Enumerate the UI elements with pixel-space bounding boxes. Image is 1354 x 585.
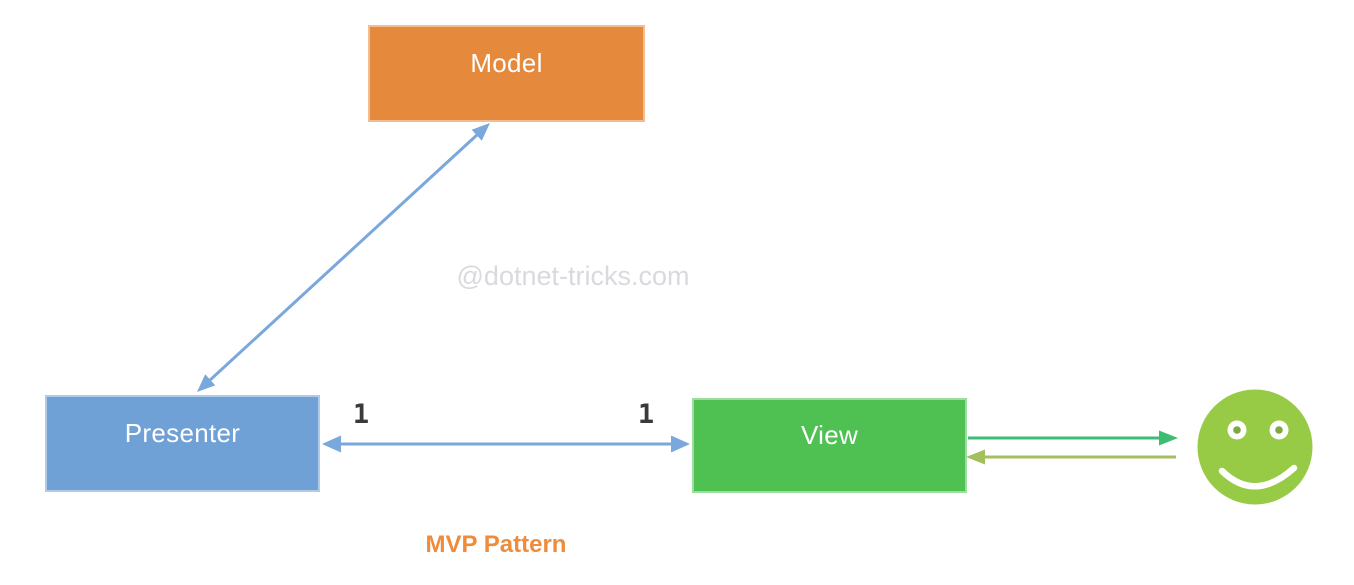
- node-view-label: View: [800, 420, 859, 450]
- multiplicity-label-left: 1: [352, 399, 370, 430]
- arrowhead-to-view: [671, 435, 690, 453]
- watermark-text: @dotnet-tricks.com: [456, 261, 690, 291]
- multiplicity-label-right: 1: [637, 399, 655, 430]
- node-presenter: Presenter: [45, 395, 320, 492]
- node-model-label: Model: [470, 48, 543, 78]
- arrowhead-to-presenter: [197, 374, 216, 392]
- presenter-model-line: [207, 132, 480, 383]
- node-view: View: [692, 398, 967, 493]
- arrowhead-to-user: [1159, 430, 1178, 446]
- arrowhead-to-view-left: [966, 449, 985, 465]
- smiley-face-icon: [1197, 389, 1313, 505]
- presenter-view-connector: [322, 435, 690, 453]
- smiley-left-pupil: [1233, 426, 1241, 434]
- smiley-right-pupil: [1275, 426, 1283, 434]
- arrowhead-to-presenter-right: [322, 435, 341, 453]
- presenter-model-connector: [197, 123, 490, 392]
- node-presenter-label: Presenter: [124, 418, 241, 448]
- node-model: Model: [368, 25, 645, 122]
- view-user-connector: [968, 430, 1178, 446]
- diagram-caption: MVP Pattern: [425, 531, 567, 558]
- user-view-connector: [966, 449, 1176, 465]
- smiley-mouth: [1218, 464, 1298, 490]
- arrowhead-to-model: [471, 123, 490, 141]
